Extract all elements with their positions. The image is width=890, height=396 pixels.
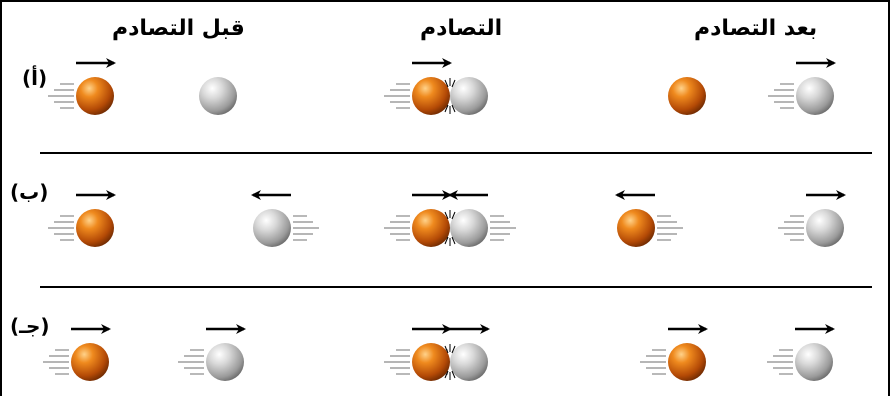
orange-ball: [76, 77, 114, 115]
motion-lines-icon: [384, 349, 410, 375]
row-separator: [40, 286, 872, 288]
motion-lines-icon: [490, 215, 516, 241]
motion-lines-icon: [384, 83, 410, 109]
orange-ball: [668, 343, 706, 381]
orange-ball: [412, 343, 450, 381]
gray-ball: [450, 77, 488, 115]
motion-lines-icon: [384, 215, 410, 241]
motion-lines-icon: [293, 215, 319, 241]
motion-lines-icon: [48, 83, 74, 109]
impact-spark-icon: [444, 344, 456, 380]
gray-ball: [450, 209, 488, 247]
motion-lines-icon: [767, 349, 793, 375]
gray-ball: [450, 343, 488, 381]
gray-ball: [206, 343, 244, 381]
header-after: بعد التصادم: [694, 16, 818, 41]
row-label-c: (جـ): [10, 314, 50, 338]
orange-ball: [412, 77, 450, 115]
motion-lines-icon: [640, 349, 666, 375]
orange-ball: [71, 343, 109, 381]
row-separator: [40, 152, 872, 154]
motion-lines-icon: [778, 215, 804, 241]
header-collision: التصادم: [420, 16, 503, 41]
orange-ball: [617, 209, 655, 247]
header-before: قبل التصادم: [112, 16, 245, 41]
motion-lines-icon: [178, 349, 204, 375]
impact-spark-icon: [444, 210, 456, 246]
gray-ball: [253, 209, 291, 247]
orange-ball: [76, 209, 114, 247]
orange-ball: [412, 209, 450, 247]
row-label-b: (ب): [10, 180, 49, 204]
orange-ball: [668, 77, 706, 115]
motion-lines-icon: [48, 215, 74, 241]
gray-ball: [806, 209, 844, 247]
gray-ball: [796, 77, 834, 115]
motion-lines-icon: [43, 349, 69, 375]
impact-spark-icon: [444, 78, 456, 114]
motion-lines-icon: [657, 215, 683, 241]
gray-ball: [199, 77, 237, 115]
gray-ball: [795, 343, 833, 381]
motion-lines-icon: [768, 83, 794, 109]
row-label-a: (أ): [22, 66, 48, 90]
